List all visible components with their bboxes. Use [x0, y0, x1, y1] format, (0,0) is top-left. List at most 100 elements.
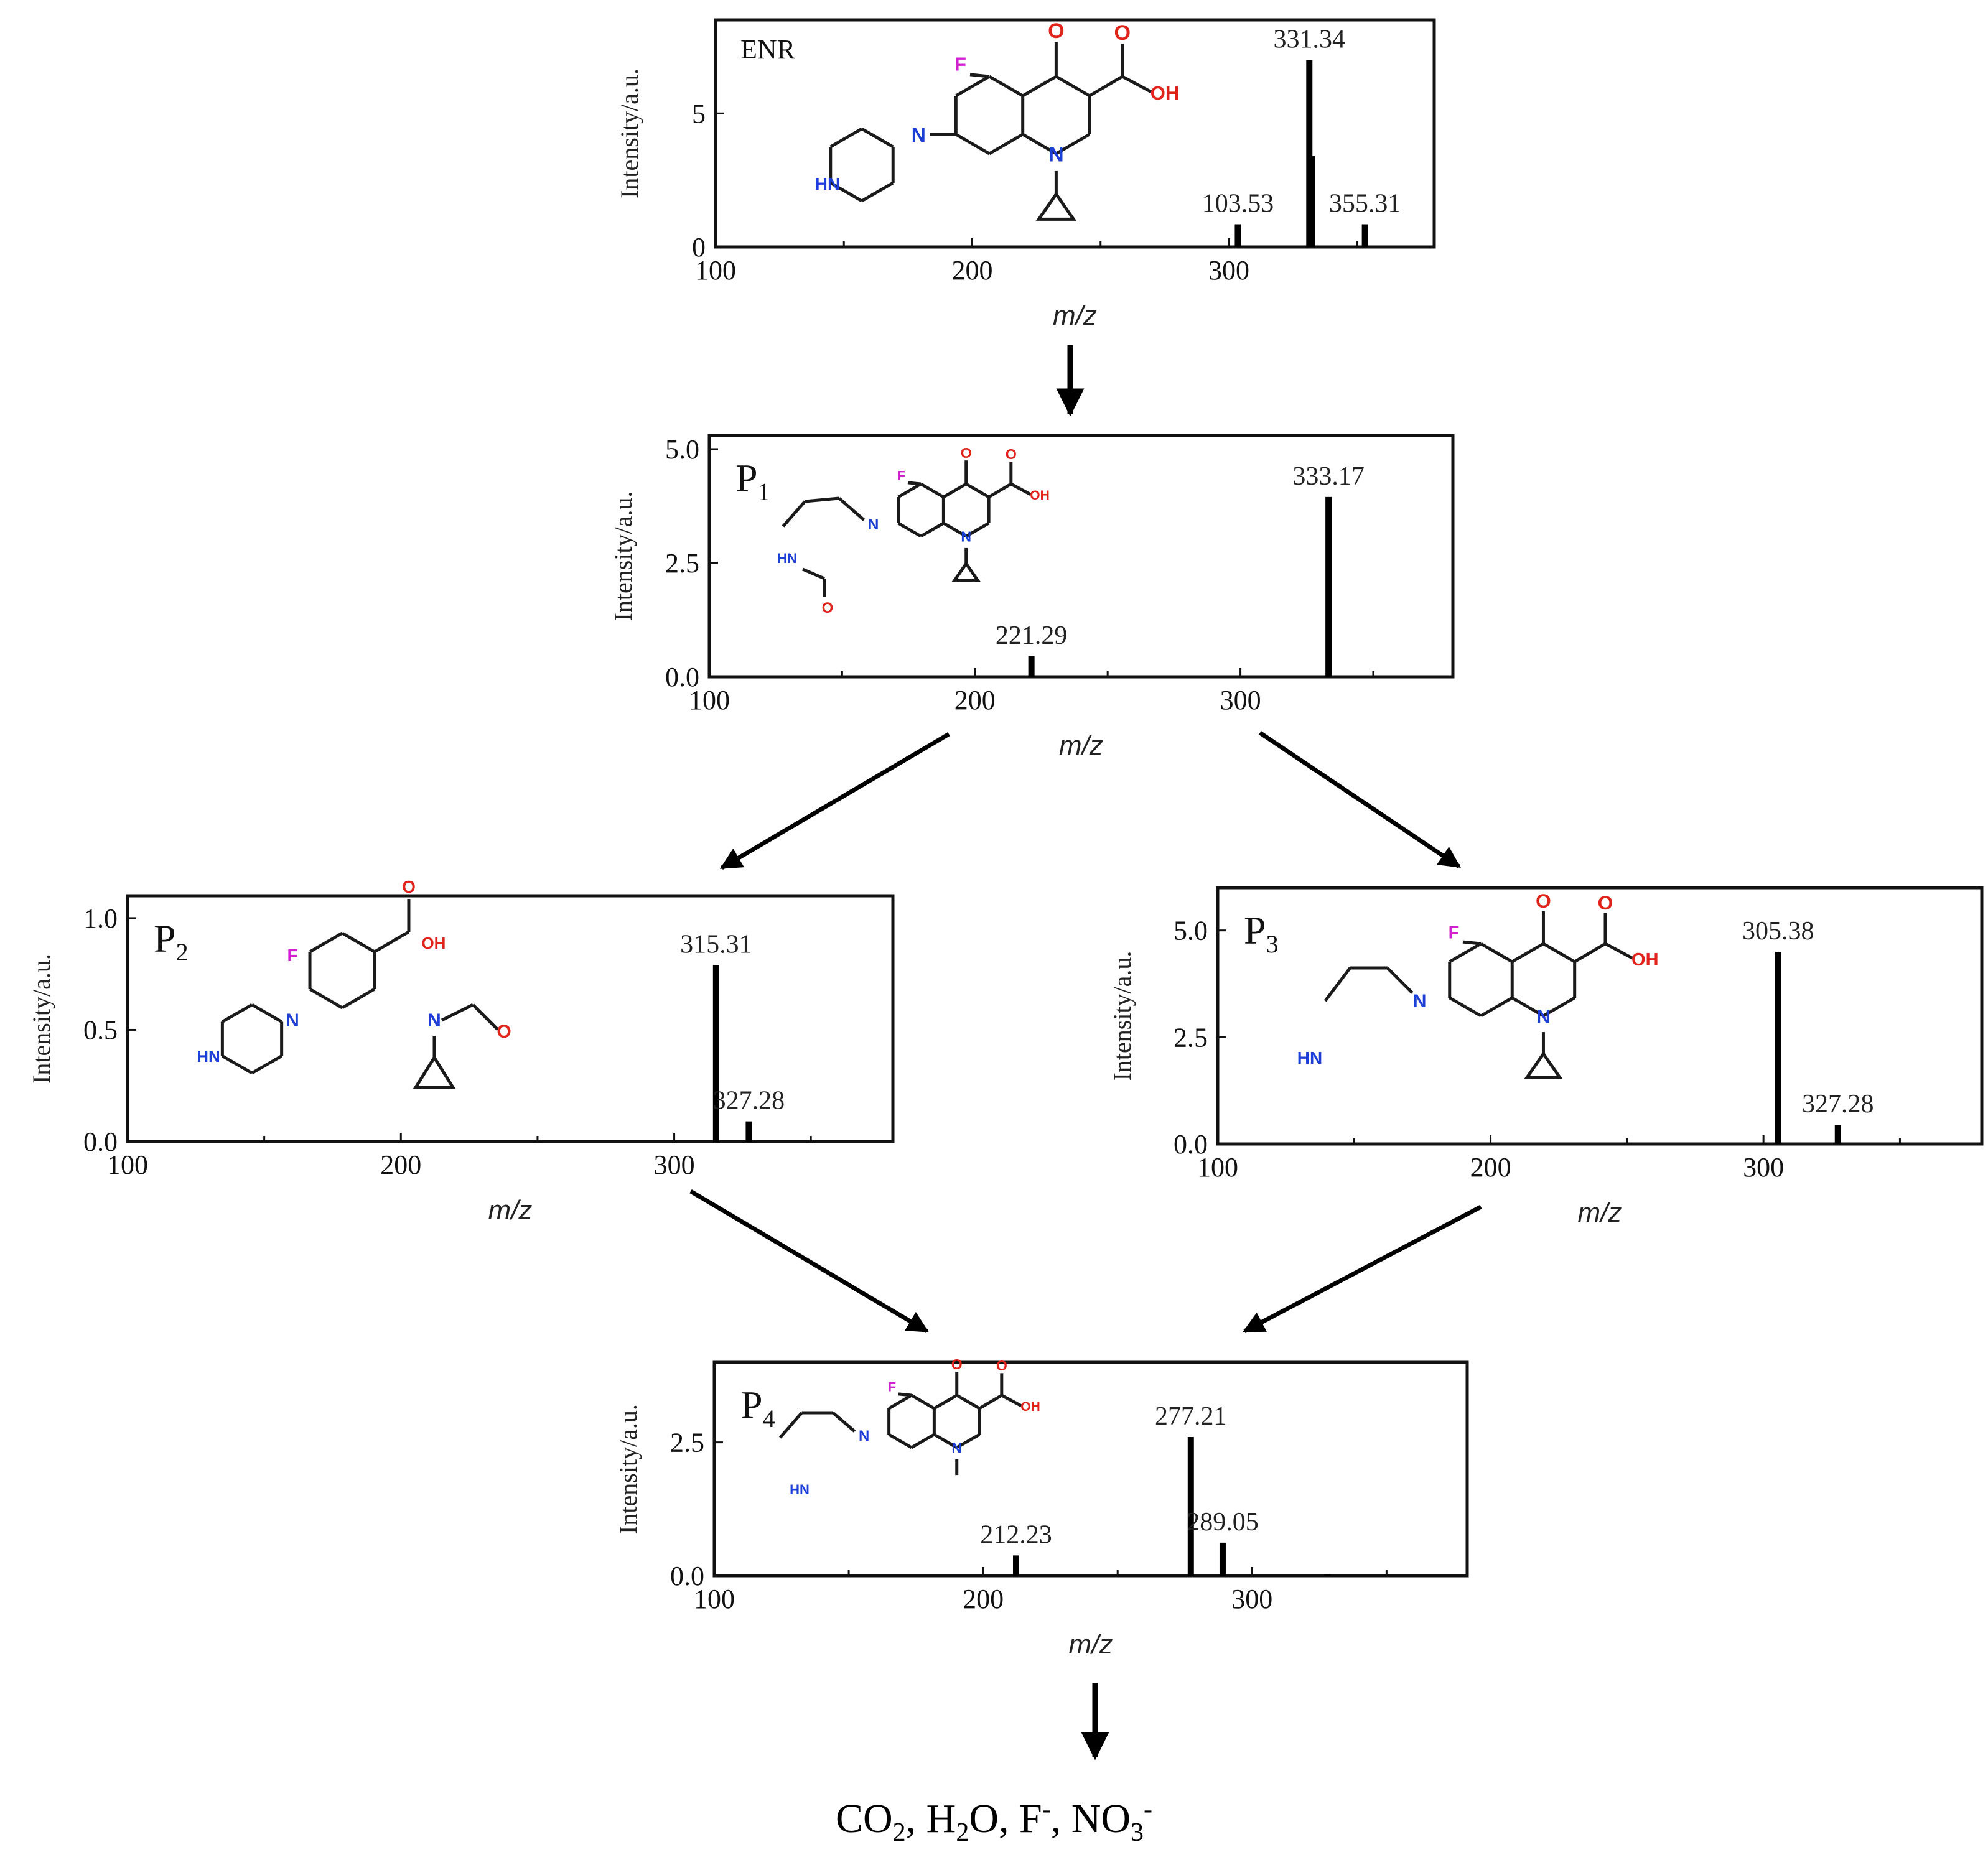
- bond: [1323, 967, 1351, 1002]
- subscript: 2: [892, 1818, 906, 1848]
- bond: [1055, 133, 1091, 156]
- y-tick-label: 0: [692, 232, 706, 263]
- bond: [1480, 942, 1513, 964]
- bond: [1574, 942, 1607, 964]
- x-tick-label: 100: [1197, 1152, 1238, 1183]
- peak-label: 277.21: [1155, 1402, 1227, 1431]
- bond: [898, 1392, 912, 1397]
- y-axis-label: Intensity/a.u.: [615, 68, 643, 198]
- x-tick-label: 200: [380, 1150, 421, 1180]
- bond: [1542, 996, 1575, 1018]
- peak-label: 315.31: [680, 930, 752, 959]
- cyclopropyl-ring: [1035, 191, 1077, 221]
- bond: [933, 1433, 958, 1449]
- final-products-text: CO2, H2O, F-, NO3-: [0, 1795, 1988, 1848]
- x-tick-label: 100: [694, 1584, 735, 1614]
- bond: [956, 1433, 981, 1449]
- bond: [978, 1393, 1003, 1410]
- atom-label: F: [897, 469, 905, 483]
- bond: [1462, 940, 1482, 946]
- y-tick-label: 2.5: [670, 1428, 704, 1458]
- atom-label: O: [1048, 19, 1065, 43]
- bond: [933, 1393, 958, 1410]
- atom-label: OH: [1150, 82, 1180, 104]
- bond: [897, 482, 922, 499]
- y-tick-label: 5: [692, 98, 706, 129]
- bond: [309, 931, 343, 954]
- x-tick-label: 200: [1470, 1152, 1511, 1183]
- bond: [955, 75, 991, 98]
- bond: [251, 1054, 282, 1075]
- bond: [965, 521, 990, 538]
- bond: [805, 496, 839, 503]
- peak-label: 327.28: [1802, 1090, 1874, 1119]
- atom-label: O: [497, 1021, 511, 1042]
- bond: [920, 482, 945, 499]
- bond: [956, 1393, 981, 1410]
- peak-label: 305.38: [1742, 917, 1814, 946]
- atom-label: N: [1048, 142, 1064, 166]
- product-text: CO: [835, 1796, 893, 1841]
- bond: [943, 482, 967, 499]
- atom-label: O: [996, 1357, 1007, 1374]
- atom-label: O: [822, 600, 834, 616]
- bond: [1449, 942, 1482, 964]
- plot-frame: [126, 894, 895, 1143]
- panel-label: P4: [740, 1383, 775, 1433]
- bond: [441, 1003, 474, 1022]
- atom-label: N: [1413, 991, 1427, 1012]
- pathway-arrows: [689, 345, 1482, 1760]
- bond: [222, 1054, 253, 1075]
- superscript: -: [1144, 1795, 1153, 1824]
- panel-label: P1: [735, 456, 770, 506]
- peak-label: 333.17: [1292, 462, 1365, 491]
- bond: [1604, 942, 1633, 960]
- atom-label: N: [868, 516, 879, 533]
- arrow-p2-to-p4: [689, 1189, 930, 1334]
- peak-label: 212.23: [980, 1520, 1052, 1549]
- y-tick-label: 2.5: [665, 548, 699, 579]
- bond: [1449, 996, 1482, 1018]
- x-tick-label: 100: [695, 255, 736, 286]
- bond: [988, 133, 1024, 156]
- atom-label: HN: [1297, 1048, 1322, 1067]
- bond: [861, 127, 894, 149]
- y-tick-label: 0.0: [83, 1127, 118, 1157]
- y-tick-label: 1.0: [83, 903, 118, 934]
- atom-label: HN: [777, 551, 797, 566]
- x-axis-label: m/z: [1059, 730, 1103, 761]
- peak-label: 355.31: [1329, 190, 1401, 218]
- bond: [988, 75, 1024, 98]
- bond: [341, 987, 376, 1010]
- atom-label: N: [427, 1010, 441, 1031]
- bond: [955, 133, 991, 156]
- peak-label: 221.29: [996, 621, 1068, 650]
- atom-label: F: [287, 946, 297, 965]
- atom-label: O: [951, 1356, 963, 1372]
- panel-label-subscript: 4: [763, 1405, 775, 1433]
- bond: [969, 73, 990, 78]
- y-tick-label: 0.0: [665, 662, 699, 692]
- bond: [1511, 942, 1544, 964]
- y-tick-label: 0.0: [670, 1561, 704, 1591]
- bond: [782, 500, 806, 528]
- bond: [1010, 482, 1032, 496]
- plot-frame: [707, 434, 1455, 679]
- atom-label: O: [402, 877, 416, 896]
- y-axis-label: Intensity/a.u.: [614, 1404, 642, 1534]
- peak-label: 289.05: [1187, 1508, 1259, 1537]
- bond: [910, 1393, 935, 1410]
- bond: [838, 497, 866, 521]
- x-tick-label: 200: [952, 255, 993, 286]
- bond: [472, 1003, 499, 1031]
- atom-label: HN: [197, 1047, 220, 1066]
- peak-label: 331.34: [1274, 25, 1346, 53]
- atom-label: O: [1598, 891, 1613, 914]
